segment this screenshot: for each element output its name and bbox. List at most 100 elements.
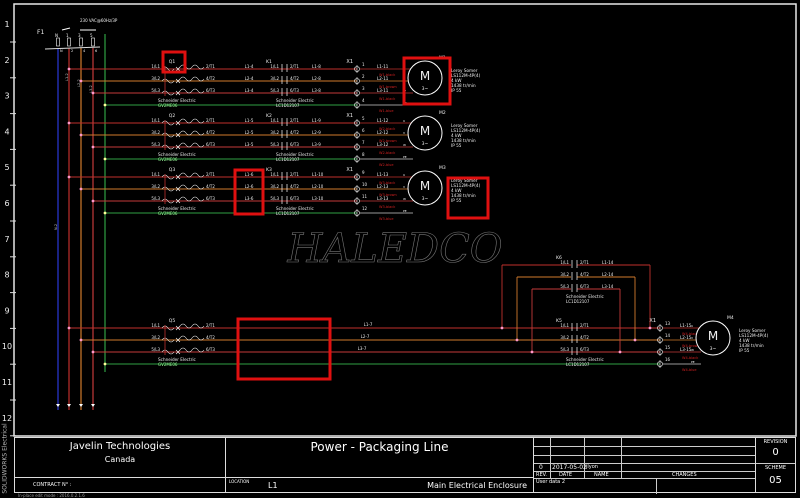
- cable-label: W1-blue: [379, 109, 394, 113]
- row-number: 7: [4, 235, 9, 244]
- contract-label: CONTRACT N° :: [33, 482, 72, 488]
- wire-label: L1-6: [245, 172, 254, 177]
- motor-symbol: M: [420, 69, 430, 83]
- f1-top-terminal: N: [55, 33, 58, 38]
- wire-label: L1-7: [364, 322, 373, 327]
- breaker-pole-icon: [161, 347, 205, 355]
- row-number: 3: [4, 92, 9, 101]
- terminal-number: 5: [362, 116, 365, 121]
- cable-label: W3-blue: [379, 217, 394, 221]
- revision-box: REVISION 0 SCHEME 05: [755, 437, 796, 493]
- wire-label: L2-12: [377, 130, 389, 135]
- contactor-output-label: 4/T2: [290, 130, 299, 135]
- contactor-input-label: 3/L2: [270, 130, 279, 135]
- contactor-input-label: 5/L3: [270, 196, 279, 201]
- motor-pin-label: V: [403, 185, 406, 189]
- motor-spec: Leroy Somer: [451, 68, 478, 73]
- terminal-number: 13: [665, 321, 671, 326]
- wire-label: L2-8: [312, 76, 321, 81]
- breaker-output-label: 2/T1: [206, 64, 215, 69]
- terminal-number: 1: [362, 62, 365, 67]
- breaker-pole-icon: [161, 64, 205, 72]
- wire-label: L1-10: [312, 172, 324, 177]
- motor-spec: Leroy Somer: [451, 123, 478, 128]
- row-number: 6: [4, 199, 9, 208]
- wire-label: L3-6: [245, 196, 254, 201]
- wire-label: L1-13: [377, 172, 389, 177]
- breaker-output-label: 6/T3: [206, 142, 215, 147]
- contactor-input-label: 3/L2: [560, 335, 569, 340]
- location-label: LOCATION: [229, 479, 250, 484]
- f1-bottom-terminal: 2: [71, 49, 73, 53]
- motor-spec: LS112M-4P(4): [451, 128, 481, 133]
- motor-pin-label: PE: [403, 209, 407, 213]
- revision-table: 0 2017-05-02 jlyon REV. DATE NAME CHANGE…: [533, 437, 756, 494]
- scheme-label: SCHEME: [764, 465, 787, 471]
- breaker-input-label: 5/L3: [151, 142, 160, 147]
- f1-bottom-terminal: N: [60, 49, 63, 53]
- contactor-output-label: 6/T3: [580, 347, 589, 352]
- wire-label: L2-10: [312, 184, 324, 189]
- breaker-output-label: 2/T1: [206, 172, 215, 177]
- terminal-number: 3: [362, 86, 365, 91]
- footer-note: In-place edit mode : 2016.0.2.1.6: [18, 493, 85, 498]
- motor-pin-label: V: [403, 131, 406, 135]
- wire-label: L3-15: [680, 347, 692, 352]
- wire-label: L3-7: [358, 346, 367, 351]
- contactor-tag: K2: [266, 113, 272, 119]
- terminal-number: 7: [362, 140, 365, 145]
- drawing-frame: [13, 3, 797, 437]
- cable-label: W4-black: [682, 332, 699, 336]
- junction-dot: [67, 175, 71, 179]
- motor-spec: LS112M-4P(4): [451, 73, 481, 78]
- terminal-number: 9: [362, 170, 365, 175]
- row-number: 8: [4, 271, 9, 280]
- wire-label: L2-11: [377, 76, 389, 81]
- fuse-icon: [67, 37, 71, 47]
- company-name: Javelin Technologies: [69, 441, 171, 452]
- header-changes: CHANGES: [672, 472, 697, 478]
- breaker-output-label: 2/T1: [206, 118, 215, 123]
- cable-label: W4-black: [682, 356, 699, 360]
- watermark: HALEDCO: [287, 226, 503, 272]
- supply-tag: F1: [37, 29, 44, 36]
- contactor-tag: K1: [266, 59, 272, 65]
- contactor-output-label: 2/T1: [580, 260, 589, 265]
- motor-spec: 1438 tr/min: [451, 193, 476, 198]
- wire-label: L3-5: [245, 142, 254, 147]
- header-name: NAME: [594, 472, 609, 478]
- wire-label: L2-7: [361, 334, 370, 339]
- junction-dot: [530, 350, 534, 354]
- junction-dot: [103, 157, 107, 161]
- title-block-title: Power - Packaging Line: [225, 437, 534, 478]
- motor-spec: 1438 tr/min: [739, 343, 764, 348]
- motor-spec: IP 55: [451, 143, 462, 148]
- contactor-tag: K5: [556, 318, 562, 324]
- breaker-tag: Q5: [169, 318, 176, 324]
- contactor-output-label: 4/T2: [290, 184, 299, 189]
- fuse-icon: [91, 37, 95, 47]
- wire-label: L3-13: [377, 196, 389, 201]
- breaker-output-label: 4/T2: [206, 76, 215, 81]
- bus-arrow-icon: [79, 404, 83, 407]
- wire-label: L1-12: [377, 118, 389, 123]
- motor-spec: 4 kW: [451, 78, 462, 83]
- row-number: 9: [4, 306, 9, 315]
- wire-label: L1-9: [312, 118, 321, 123]
- bus-label: L3-2: [89, 85, 93, 93]
- highlight-m1: [402, 56, 452, 106]
- motor-spec: LS112M-4P(4): [451, 183, 481, 188]
- motor-pin-label: W: [403, 143, 406, 147]
- contactor-output-label: 2/T1: [580, 323, 589, 328]
- terminal-number: 12: [362, 206, 368, 211]
- junction-dot: [67, 326, 71, 330]
- motor-pin-label: PE: [691, 360, 695, 364]
- breaker-input-label: 5/L3: [151, 347, 160, 352]
- breaker-input-label: 3/L2: [151, 335, 160, 340]
- contactor-output-label: 2/T1: [290, 118, 299, 123]
- title-block-company: Javelin Technologies Canada: [14, 437, 226, 478]
- wire-label: L2-15: [680, 335, 692, 340]
- contactor-output-label: 2/T1: [290, 172, 299, 177]
- f1-top-terminal: 5: [90, 33, 93, 38]
